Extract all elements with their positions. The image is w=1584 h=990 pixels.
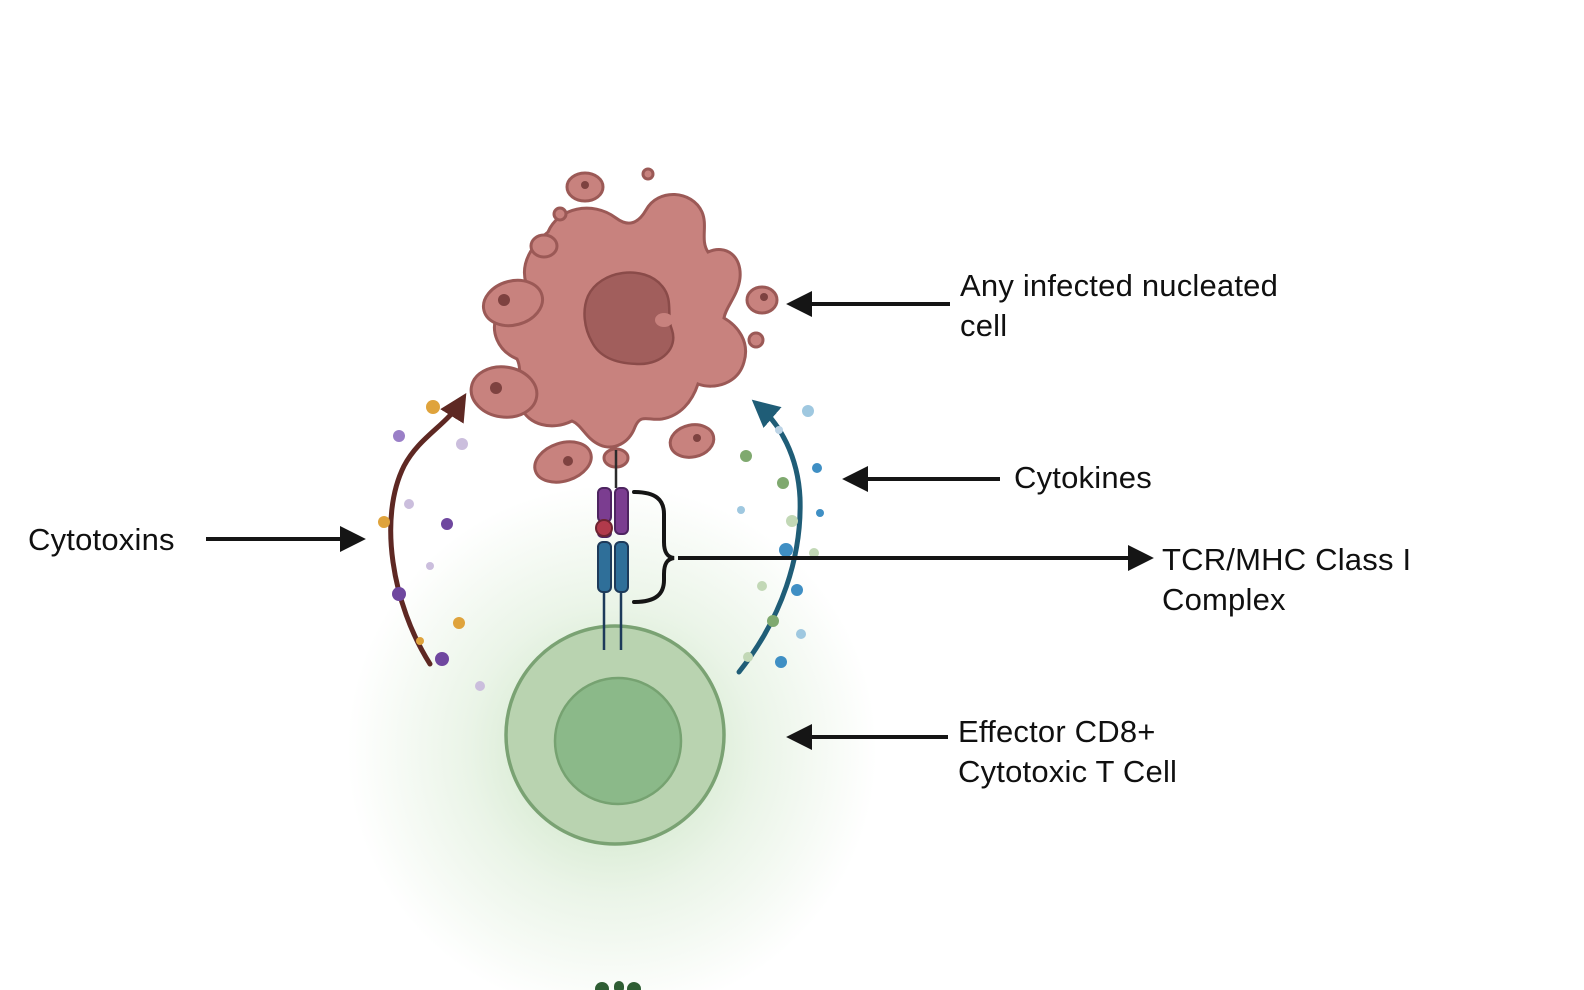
bleb-speck xyxy=(563,456,573,466)
cytokine-molecule xyxy=(779,543,793,557)
tcr-mhc-complex xyxy=(595,450,675,650)
cytokine-molecule xyxy=(775,656,787,668)
cytokine-molecule xyxy=(740,450,752,462)
cytokine-molecule xyxy=(777,477,789,489)
cytotoxin-molecule xyxy=(393,430,405,442)
cytokine-molecule xyxy=(809,548,819,558)
mhc-domain xyxy=(597,487,612,523)
tcr-domain xyxy=(597,541,612,593)
cell-bleb xyxy=(552,206,568,222)
cytokines-label: Cytokines xyxy=(1014,460,1152,495)
cytokine-molecule xyxy=(816,509,824,517)
cytotoxin-molecule xyxy=(435,652,449,666)
cytotoxin-molecule xyxy=(453,617,465,629)
cytokine-molecule xyxy=(775,426,783,434)
cell-bleb xyxy=(668,423,716,459)
cytotoxins-label: Cytotoxins xyxy=(28,522,175,557)
cytokine-molecule xyxy=(812,463,822,473)
tcr-domain xyxy=(614,541,629,593)
cytokine-molecule xyxy=(757,581,767,591)
cytotoxin-molecule xyxy=(378,516,390,528)
cropped-watermark xyxy=(595,981,641,990)
cytotoxin-molecule xyxy=(441,518,453,530)
infected-cell-nucleus xyxy=(583,271,675,366)
watermark-glyph xyxy=(595,982,609,990)
tcr-molecule xyxy=(597,541,629,593)
bleb-speck xyxy=(498,294,510,306)
cell-bleb xyxy=(469,365,539,419)
watermark-glyph xyxy=(627,982,641,990)
cell-bleb xyxy=(747,331,765,349)
cell-bleb xyxy=(529,233,559,259)
antigen-peptide xyxy=(595,519,613,537)
label-arrows xyxy=(206,291,1154,750)
cytokine-molecule xyxy=(743,652,753,662)
watermark-glyph xyxy=(614,981,624,990)
bleb-speck xyxy=(760,293,768,301)
cytotoxin-molecule xyxy=(392,587,406,601)
cytokine-molecule xyxy=(737,506,745,514)
bleb-speck xyxy=(693,434,701,442)
nucleus-vacuole xyxy=(655,313,673,327)
mhc-domain xyxy=(614,487,629,535)
bleb-speck xyxy=(490,382,502,394)
tcr-stems xyxy=(602,592,623,650)
tcr-mhc-complex-label: TCR/MHC Class I Complex xyxy=(1162,542,1412,618)
cytokine-molecules xyxy=(737,405,824,668)
t-cell-nucleus xyxy=(553,676,683,806)
cytokine-molecule xyxy=(786,515,798,527)
complex-bracket xyxy=(632,490,675,604)
cytotoxin-molecule xyxy=(404,499,414,509)
cell-bleb xyxy=(533,440,593,484)
cytotoxin-molecule xyxy=(416,637,424,645)
cytotoxin-molecules xyxy=(378,400,485,691)
cell-bleb xyxy=(641,167,655,181)
infected-cell-blebs xyxy=(469,167,779,484)
cytotoxin-molecule xyxy=(475,681,485,691)
cytokine-molecule xyxy=(802,405,814,417)
cytotoxin-arrow xyxy=(388,392,467,667)
t-cell xyxy=(504,624,726,846)
effector-t-cell-label: Effector CD8+ Cytotoxic T Cell xyxy=(958,714,1178,790)
cytokine-molecule xyxy=(767,615,779,627)
cytotoxin-molecule xyxy=(456,438,468,450)
infected-cell xyxy=(469,167,779,484)
cytotoxin-molecule xyxy=(426,400,440,414)
bleb-specks xyxy=(490,181,768,466)
cytokine-molecule xyxy=(791,584,803,596)
cytotoxin-molecule xyxy=(426,562,434,570)
cell-bleb xyxy=(481,278,545,328)
cytokine-molecule xyxy=(796,629,806,639)
infected-cell-label: Any infected nucleated cell xyxy=(960,268,1279,344)
bleb-speck xyxy=(581,181,589,189)
